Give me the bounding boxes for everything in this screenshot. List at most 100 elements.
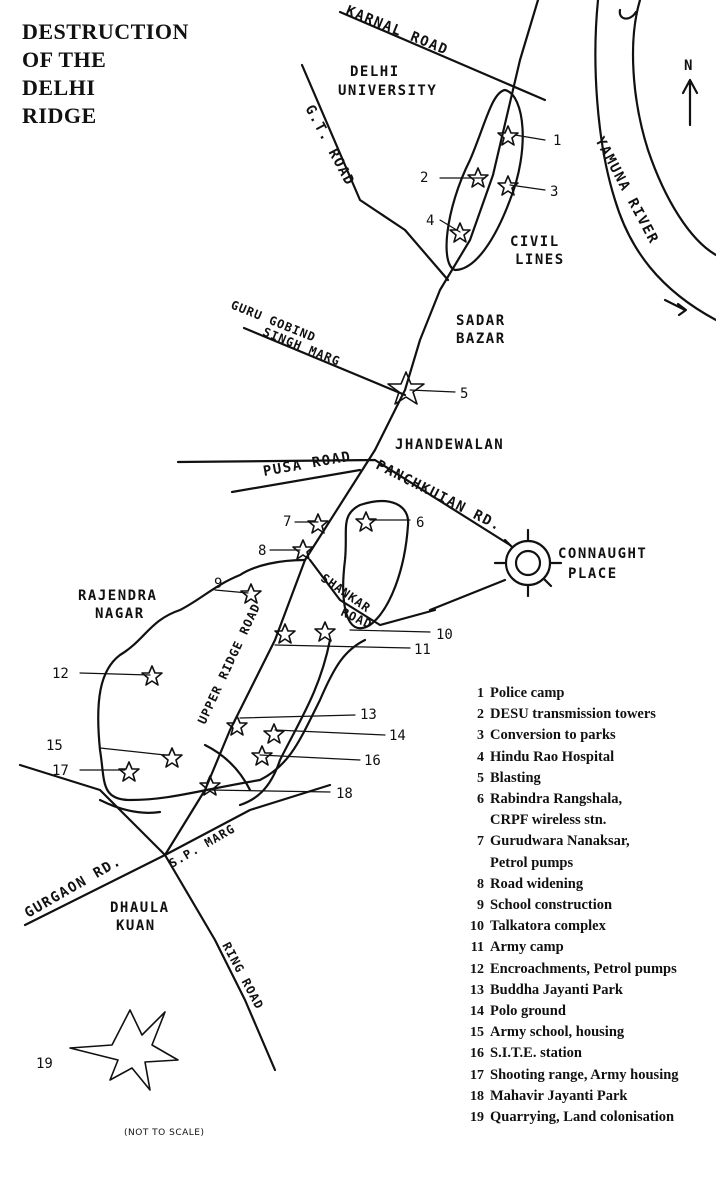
label-gt-road: G.T. ROAD bbox=[301, 102, 357, 188]
yamuna-river-bank-east bbox=[631, 0, 716, 257]
label-ring-road: RING ROAD bbox=[219, 940, 266, 1012]
north-ridge-outline bbox=[445, 88, 524, 272]
site-number: 12 bbox=[52, 666, 69, 682]
label-connaught-place: PLACE bbox=[568, 566, 618, 582]
connaught-circle-inner bbox=[514, 549, 542, 577]
label-connaught-place: CONNAUGHT bbox=[558, 546, 647, 562]
ridge-divider-2 bbox=[98, 798, 162, 814]
north-arrow bbox=[681, 78, 699, 127]
site-star-18 bbox=[199, 775, 221, 796]
site-number: 4 bbox=[426, 213, 434, 229]
scale-note: (NOT TO SCALE) bbox=[124, 1128, 205, 1138]
site-number: 5 bbox=[460, 386, 468, 402]
ridge-divider bbox=[203, 743, 252, 792]
connaught-to-shankar bbox=[428, 578, 507, 612]
central-ridge-outline bbox=[342, 500, 410, 630]
label-delhi-university: UNIVERSITY bbox=[338, 83, 437, 99]
site-star-11 bbox=[274, 623, 296, 644]
upper-ridge-road bbox=[163, 558, 307, 857]
site-star-17 bbox=[118, 761, 140, 782]
pusa-road-inner bbox=[230, 468, 362, 494]
title-line: DESTRUCTION bbox=[22, 19, 189, 44]
connaught-radial bbox=[493, 528, 563, 598]
map-title: DESTRUCTION OF THE DELHI RIDGE bbox=[22, 18, 189, 130]
site-number: 2 bbox=[420, 170, 428, 186]
site-star-10 bbox=[314, 621, 336, 642]
label-civil-lines: CIVIL bbox=[510, 234, 560, 250]
label-rajendra-nagar: NAGAR bbox=[95, 606, 145, 622]
guru-gobind-singh-marg bbox=[242, 326, 407, 397]
site-star-8 bbox=[292, 539, 314, 560]
site-number: 8 bbox=[258, 543, 266, 559]
gurgaon-road bbox=[18, 763, 167, 927]
site-number: 9 bbox=[214, 576, 222, 592]
site-star-9 bbox=[240, 583, 262, 604]
gt-road bbox=[300, 63, 450, 282]
label-north: N bbox=[684, 58, 694, 74]
site-number: 10 bbox=[436, 627, 453, 643]
label-sadar-bazar: BAZAR bbox=[456, 331, 506, 347]
site-star-5 bbox=[387, 371, 425, 405]
karnal-road bbox=[338, 10, 547, 102]
sp-marg bbox=[163, 783, 332, 857]
label-civil-lines: LINES bbox=[515, 252, 565, 268]
site-number: 13 bbox=[360, 707, 377, 723]
site-star-16 bbox=[251, 745, 273, 766]
label-rajendra-nagar: RAJENDRA bbox=[78, 588, 157, 604]
leader-lines bbox=[79, 134, 546, 793]
site-number: 14 bbox=[389, 728, 406, 744]
site-number: 11 bbox=[414, 642, 431, 658]
pusa-road bbox=[176, 458, 512, 547]
site-number: 6 bbox=[416, 515, 424, 531]
site-star-15 bbox=[161, 747, 183, 768]
label-sadar-bazar: SADAR bbox=[456, 313, 506, 329]
site-star-1 bbox=[497, 125, 519, 146]
site-number: 7 bbox=[283, 514, 291, 530]
site-number: 18 bbox=[336, 786, 353, 802]
legend-item-continuation: CRPF wireless stn. bbox=[490, 812, 607, 829]
site-star-12 bbox=[141, 665, 163, 686]
site-star-7 bbox=[307, 513, 329, 534]
label-dhaula-kuan: DHAULA bbox=[110, 900, 170, 916]
label-sp-marg: S.P. MARG bbox=[167, 821, 238, 870]
main-road-north bbox=[303, 0, 540, 562]
label-panchkuian-road: PANCHKUIAN RD. bbox=[373, 457, 504, 534]
title-line: DELHI bbox=[22, 75, 96, 100]
label-jhandewalan: JHANDEWALAN bbox=[395, 437, 504, 453]
river-arrow bbox=[663, 298, 688, 317]
title-line: RIDGE bbox=[22, 103, 97, 128]
site-number: 19 bbox=[36, 1056, 53, 1072]
site-star-13 bbox=[226, 715, 248, 736]
legend-item-continuation: Petrol pumps bbox=[490, 854, 574, 871]
shankar-road bbox=[308, 558, 437, 627]
southern-ridge-outline bbox=[97, 558, 367, 802]
site-number: 15 bbox=[46, 738, 63, 754]
label-karnal-road: KARNAL ROAD bbox=[344, 3, 451, 59]
site-star-3 bbox=[497, 175, 519, 196]
site-star-6 bbox=[355, 511, 377, 532]
site-number: 16 bbox=[364, 753, 381, 769]
ridge-south-arm bbox=[238, 638, 332, 807]
label-delhi-university: DELHI bbox=[350, 64, 400, 80]
yamuna-river-bank-inner bbox=[618, 8, 638, 20]
site-number: 3 bbox=[550, 184, 558, 200]
